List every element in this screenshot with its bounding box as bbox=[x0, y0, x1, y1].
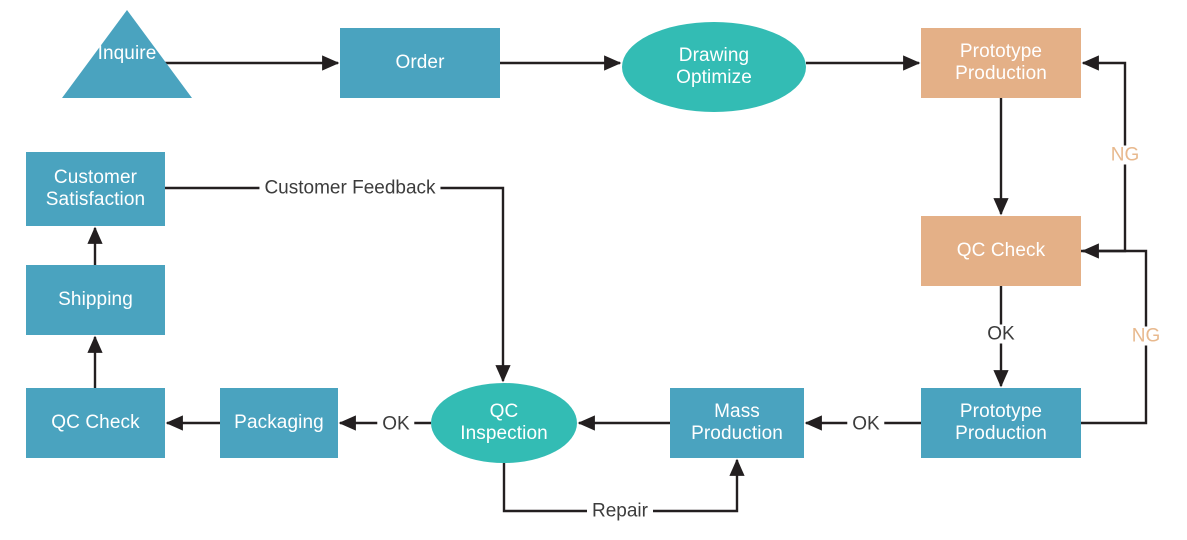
edge-label-customer-feedback: Customer Feedback bbox=[259, 178, 441, 198]
edge-label-ng-top: NG bbox=[1105, 145, 1145, 165]
edge-label-ok-prototype-mass: OK bbox=[847, 414, 885, 434]
edge-label-repair: Repair bbox=[587, 501, 653, 521]
node-qc-check-left[interactable]: QC Check bbox=[26, 388, 165, 458]
node-label-qc-check-orange: QC Check bbox=[956, 239, 1046, 261]
node-label-qc-check-left: QC Check bbox=[51, 411, 140, 433]
edge-label-ng-bottom: NG bbox=[1126, 326, 1166, 346]
node-label-order: Order bbox=[395, 51, 445, 73]
node-prototype-production-bottom[interactable]: Prototype Production bbox=[921, 388, 1081, 458]
node-prototype-production-top[interactable]: Prototype Production bbox=[921, 28, 1081, 98]
edge-label-ok-qc-check: OK bbox=[982, 324, 1020, 344]
node-drawing-optimize[interactable]: Drawing Optimize bbox=[622, 22, 806, 112]
node-label-packaging: Packaging bbox=[234, 411, 324, 433]
node-order[interactable]: Order bbox=[340, 28, 500, 98]
node-label-drawing-optimize: Drawing Optimize bbox=[676, 44, 752, 88]
edge-customer-satisfaction-qc-inspection-feedback bbox=[165, 186, 511, 383]
node-label-prototype-production-top: Prototype Production bbox=[955, 40, 1047, 84]
node-inquire[interactable]: Inquire bbox=[62, 10, 192, 98]
edge-label-ok-inspection-packaging: OK bbox=[377, 414, 415, 434]
node-mass-production[interactable]: Mass Production bbox=[670, 388, 804, 458]
node-qc-inspection[interactable]: QC Inspection bbox=[431, 383, 577, 463]
triangle-shape-icon bbox=[62, 10, 192, 98]
node-label-shipping: Shipping bbox=[58, 288, 133, 310]
node-qc-check-orange[interactable]: QC Check bbox=[921, 216, 1081, 286]
node-packaging[interactable]: Packaging bbox=[220, 388, 338, 458]
node-label-mass-production: Mass Production bbox=[691, 400, 783, 444]
node-shipping[interactable]: Shipping bbox=[26, 265, 165, 335]
node-customer-satisfaction[interactable]: Customer Satisfaction bbox=[26, 152, 165, 226]
node-label-customer-satisfaction: Customer Satisfaction bbox=[45, 166, 146, 210]
node-label-qc-inspection: QC Inspection bbox=[460, 400, 548, 444]
node-label-prototype-production-bottom: Prototype Production bbox=[955, 400, 1047, 444]
